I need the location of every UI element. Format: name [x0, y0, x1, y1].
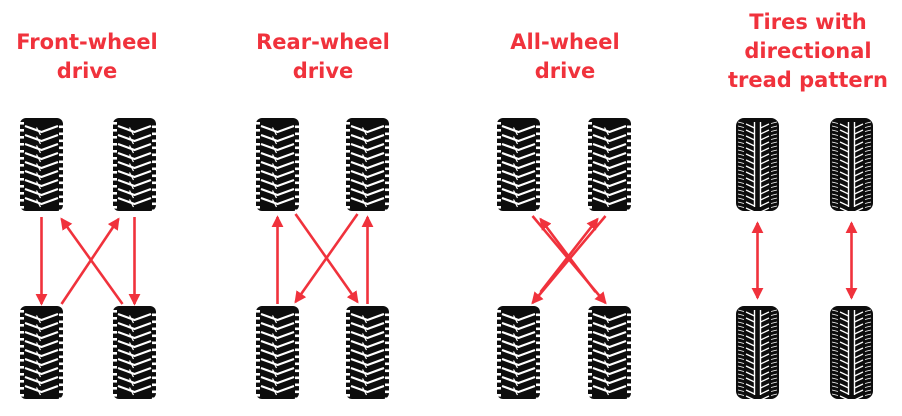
rotation-arrows	[758, 223, 852, 298]
tire-front-left	[736, 118, 779, 212]
rotation-arrows	[278, 214, 368, 304]
tire-rear-right	[588, 306, 632, 400]
rotation-panel	[256, 118, 390, 400]
tire-front-right	[588, 118, 632, 212]
tire-rear-left	[256, 306, 300, 400]
tire-front-left	[256, 118, 300, 212]
rotation-panel	[736, 118, 873, 400]
tire-rear-left	[736, 306, 779, 400]
tire-rear-right	[113, 306, 157, 400]
tire-front-left	[497, 118, 541, 212]
tire-body	[830, 306, 873, 399]
rotation-panel	[20, 118, 157, 400]
tire-front-right	[346, 118, 390, 212]
tire-front-right	[113, 118, 157, 212]
tire-body	[736, 306, 779, 399]
tire-rear-left	[20, 306, 64, 400]
tire-front-right	[830, 118, 873, 212]
tire-rear-right	[346, 306, 390, 400]
rotation-arrows	[533, 216, 606, 303]
tire-front-left	[20, 118, 64, 212]
tire-rear-right	[830, 306, 873, 400]
tire-rear-left	[497, 306, 541, 400]
tire-body	[736, 118, 779, 211]
rotation-panel	[497, 118, 632, 400]
tire-body	[830, 118, 873, 211]
rotation-arrows	[42, 217, 135, 304]
